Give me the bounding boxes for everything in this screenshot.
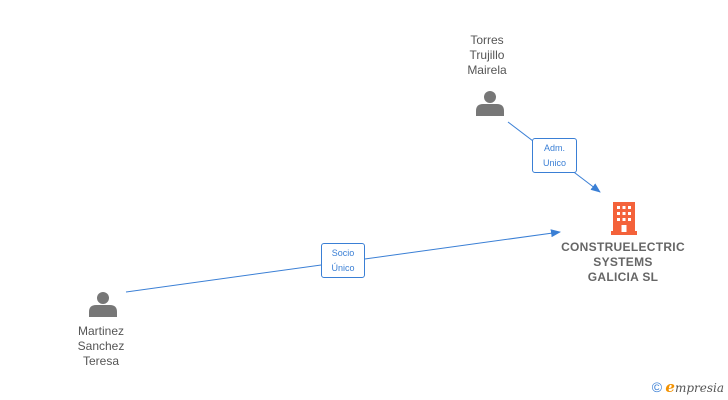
company-name[interactable]: CONSTRUELECTRIC SYSTEMS GALICIA SL xyxy=(561,240,685,284)
brand-footer: © empresia xyxy=(652,378,724,396)
copyright-icon: © xyxy=(651,379,663,395)
person-icon[interactable] xyxy=(89,292,117,317)
person-name-martinez[interactable]: Martinez Sanchez Teresa xyxy=(77,324,125,368)
relation-label-adm[interactable]: Adm. Unico xyxy=(532,138,577,173)
person-name-torres[interactable]: Torres Trujillo Mairela xyxy=(467,33,507,77)
building-icon[interactable] xyxy=(611,202,637,235)
relation-label-socio[interactable]: Socio Único xyxy=(321,243,365,278)
brand-logo[interactable]: empresia xyxy=(665,378,724,396)
person-icon[interactable] xyxy=(476,91,504,116)
